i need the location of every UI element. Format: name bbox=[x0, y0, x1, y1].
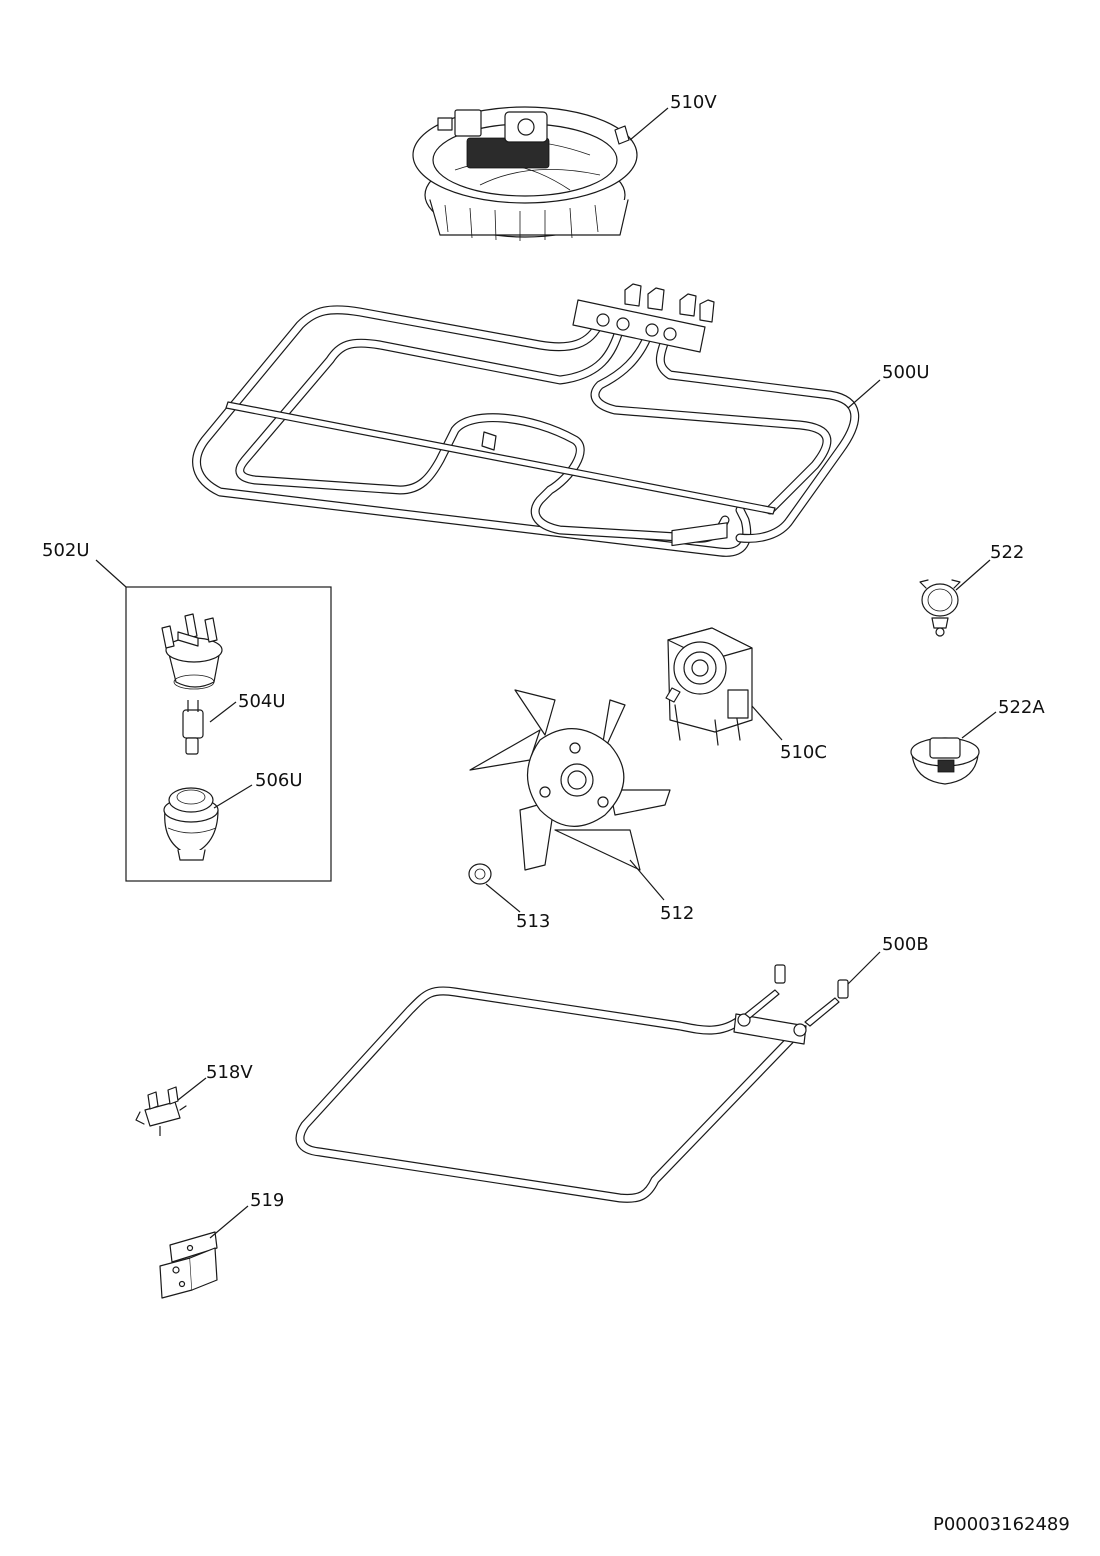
leader-510V bbox=[629, 107, 669, 141]
callout-510C: 510C bbox=[780, 742, 827, 763]
part-513-nut[interactable] bbox=[468, 863, 492, 885]
part-518V-thermal-cutout[interactable] bbox=[135, 1086, 187, 1136]
callout-506U: 506U bbox=[255, 770, 303, 791]
callout-500B: 500B bbox=[882, 934, 929, 955]
callout-512: 512 bbox=[660, 903, 694, 924]
kit-502U-frame bbox=[125, 586, 332, 882]
leader-500U bbox=[847, 379, 881, 409]
part-504U-lamp-bulb[interactable] bbox=[182, 700, 204, 755]
leader-510C bbox=[751, 705, 783, 741]
part-500U-upper-heating-element[interactable] bbox=[192, 283, 860, 557]
callout-513: 513 bbox=[516, 911, 550, 932]
callout-522: 522 bbox=[990, 542, 1024, 563]
leader-512 bbox=[629, 859, 665, 901]
part-522-clip[interactable] bbox=[919, 579, 961, 637]
leader-502U bbox=[95, 559, 127, 588]
callout-504U: 504U bbox=[238, 691, 286, 712]
leader-518V bbox=[177, 1077, 207, 1101]
part-500B-lower-heating-element[interactable] bbox=[295, 964, 849, 1203]
leader-504U bbox=[209, 701, 237, 723]
leader-513 bbox=[485, 883, 521, 913]
part-510V-fan-assembly[interactable] bbox=[412, 106, 638, 241]
callout-510V: 510V bbox=[670, 92, 717, 113]
part-519-bracket[interactable] bbox=[159, 1231, 218, 1299]
leader-522A bbox=[961, 711, 997, 739]
document-id: P00003162489 bbox=[933, 1514, 1070, 1535]
callout-518V: 518V bbox=[206, 1062, 253, 1083]
leader-522 bbox=[955, 559, 991, 591]
callout-519: 519 bbox=[250, 1190, 284, 1211]
callout-522A: 522A bbox=[998, 697, 1045, 718]
part-512-fan-blade[interactable] bbox=[469, 689, 671, 871]
part-522A-lamp-holder[interactable] bbox=[910, 737, 980, 785]
part-510C-fan-motor[interactable] bbox=[665, 522, 753, 746]
part-506U-lamp-cover[interactable] bbox=[163, 787, 219, 861]
leader-519 bbox=[209, 1205, 249, 1239]
part-lamp-holder[interactable] bbox=[161, 613, 223, 690]
callout-502U: 502U bbox=[42, 540, 90, 561]
leader-506U bbox=[213, 784, 253, 809]
leader-500B bbox=[847, 951, 881, 985]
callout-500U: 500U bbox=[882, 362, 930, 383]
